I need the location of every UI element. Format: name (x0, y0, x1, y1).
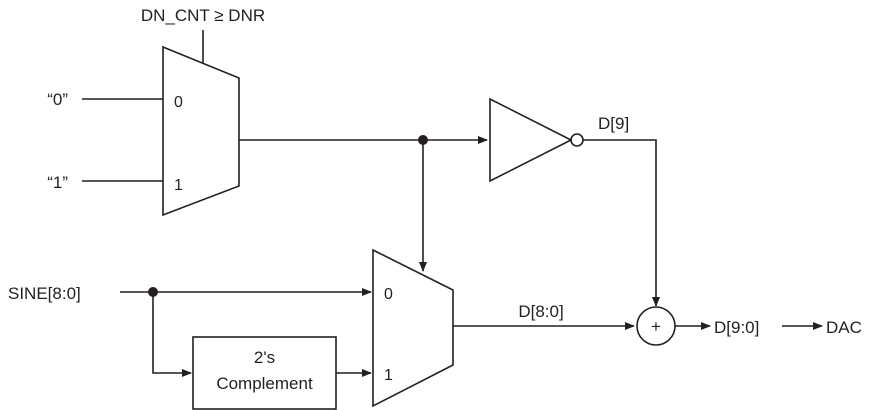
sine-input-label: SINE[8:0] (8, 284, 81, 303)
const-one-label: “1” (47, 173, 68, 192)
inverter-bubble (570, 133, 584, 147)
bottom-mux (372, 248, 454, 408)
twos-complement-line2: Complement (216, 374, 313, 393)
bottom-mux-input1-label: 1 (384, 367, 393, 384)
bottom-mux-input0-label: 0 (384, 286, 393, 303)
msb-wire (583, 139, 660, 307)
const-zero-label: “0” (47, 90, 68, 109)
top-mux (162, 45, 240, 217)
sum-output-label: D[9:0] (714, 318, 759, 337)
select-condition-label: DN_CNT ≥ DNR (141, 6, 265, 25)
dac-label: DAC (826, 318, 862, 337)
msb-output-label: D[9] (598, 114, 629, 133)
lsb-bus-label: D[8:0] (518, 302, 563, 321)
twos-complement-line1: 2's (254, 348, 275, 367)
top-mux-input1-label: 1 (174, 177, 183, 194)
top-mux-input0-label: 0 (174, 94, 183, 111)
inverter (489, 97, 573, 183)
sine-to-complement-wire (152, 292, 192, 377)
twos-complement-block (192, 336, 337, 410)
adder-symbol: + (651, 317, 661, 336)
